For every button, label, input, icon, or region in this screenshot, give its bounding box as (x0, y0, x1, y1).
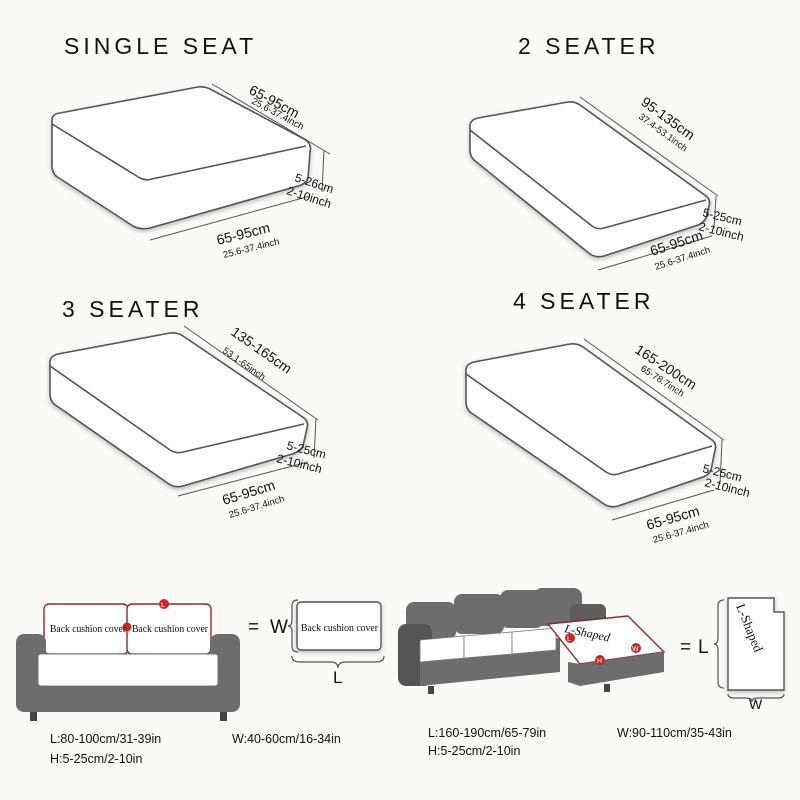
l-shaped-sofa (398, 588, 666, 694)
back-spec-h: H:5-25cm/2-10in (50, 752, 143, 766)
title-3-seater: 3 SEATER (62, 296, 204, 322)
dims-2-seater (579, 96, 719, 271)
dims-3-seater (177, 325, 319, 497)
l-spec-l: L:160-190cm/65-79in (428, 726, 547, 740)
dims-4-seater (583, 338, 725, 521)
cushion-3-seater (49, 332, 309, 488)
cushion-4-seater (465, 343, 717, 508)
cushion-single-seat (51, 86, 312, 230)
back-cushion-marker-text: L (161, 602, 165, 609)
l-l-label: L (698, 637, 709, 658)
title-single-seat: SINGLE SEAT (64, 33, 258, 59)
three-len-cm: 135-165cm (228, 323, 295, 376)
back-cushion-label-2: Back cushion cover (132, 623, 208, 635)
l-eq-sign: = (680, 637, 692, 658)
cushion-2-seater (469, 101, 711, 258)
l-spec-w: W:90-110cm/35-43in (617, 726, 732, 740)
back-cushion-labels: Back cushion cover Back cushion cover L (50, 602, 208, 635)
title-4-seater: 4 SEATER (513, 288, 655, 314)
straight-sofa (16, 599, 240, 721)
l-marker-l: L (567, 636, 571, 643)
back-spec-l: L:80-100cm/31-39in (50, 732, 162, 746)
l-shaped-cover-diagram: L-Shaped (713, 597, 785, 703)
l-spec-h: H:5-25cm/2-10in (428, 744, 521, 758)
title-2-seater: 2 SEATER (518, 33, 660, 59)
back-l-label: L (333, 668, 343, 687)
back-eq-sign: = (248, 617, 260, 638)
back-spec-w: W:40-60cm/16-34in (232, 732, 341, 746)
back-cushion-cover-diagram: Back cushion cover (287, 599, 385, 669)
back-w-label: W (270, 617, 288, 638)
dims-single-seat (149, 83, 331, 241)
l-marker-w: W (632, 646, 639, 653)
back-cushion-marker (159, 599, 169, 609)
l-marker-h: H (597, 658, 602, 665)
flat-cover-label: Back cushion cover (301, 622, 378, 634)
l-w-label: W (749, 696, 763, 712)
back-cushion-label-1: Back cushion cover (50, 623, 126, 635)
dim-text-single-seat: 65-95cm 25.6-37.4inch 5-26cm 2-10inch 65… (215, 82, 336, 261)
